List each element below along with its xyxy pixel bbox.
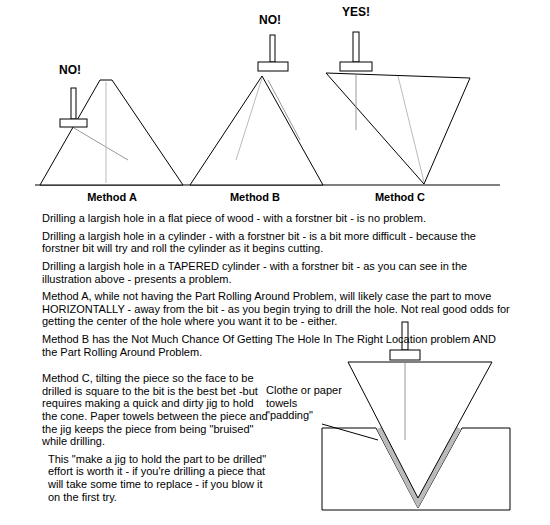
method-label: Method B — [210, 191, 300, 204]
warning-label: NO! — [45, 64, 95, 78]
body-paragraph: Method B has the Not Much Chance Of Gett… — [42, 333, 512, 358]
cone — [40, 80, 183, 185]
method-label: Method C — [355, 191, 445, 204]
hole-axis — [74, 128, 128, 160]
warning-label: NO! — [245, 14, 295, 28]
forstner-bit — [390, 350, 420, 360]
hole-axis — [405, 363, 406, 440]
callout-label: Clothe or paper towels "padding" — [266, 384, 344, 422]
body-paragraph: Method A, while not having the Part Roll… — [42, 290, 512, 328]
leader-line — [322, 424, 378, 440]
warning-label: YES! — [331, 6, 381, 20]
center-line — [398, 76, 424, 182]
cone — [348, 362, 492, 498]
forstner-bit — [60, 119, 87, 127]
body-paragraph: Drilling a largish hole in a flat piece … — [42, 212, 512, 225]
body-paragraph: Method C, tilting the piece so the face … — [42, 372, 268, 448]
cone — [326, 73, 470, 184]
forstner-bit — [340, 62, 372, 71]
drill-shaft — [270, 35, 275, 62]
body-paragraph: Drilling a largish hole in a TAPERED cyl… — [42, 260, 512, 285]
body-paragraph: Drilling a largish hole in a cylinder - … — [42, 230, 512, 255]
center-line — [236, 78, 262, 160]
method-label: Method A — [67, 191, 157, 204]
hole-axis — [356, 75, 357, 130]
forstner-bit — [258, 62, 288, 71]
hole-axis — [268, 80, 300, 140]
cone — [190, 76, 323, 185]
body-paragraph: This "make a jig to hold the part to be … — [48, 453, 268, 504]
drill-shaft — [71, 88, 76, 119]
center-line — [106, 82, 107, 183]
drill-shaft — [353, 32, 359, 62]
